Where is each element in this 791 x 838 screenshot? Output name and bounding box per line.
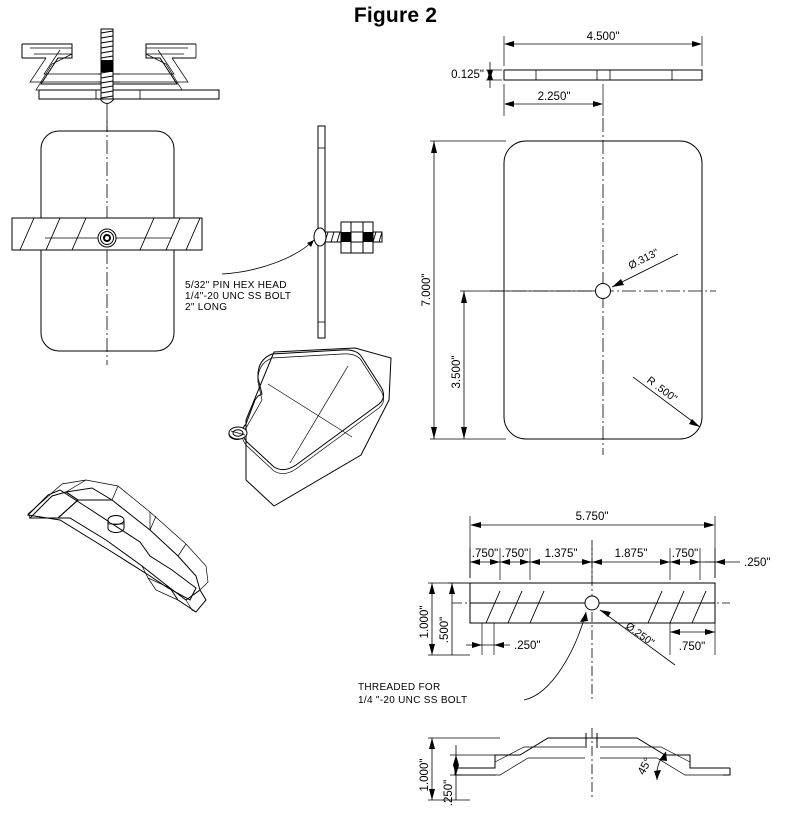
- view-bracket-profile: 1.000" .250" 45°: [419, 728, 731, 806]
- dim-bracket-web: .250": [466, 623, 540, 655]
- view-bracket-section: 5.750" .750" .750": [419, 511, 770, 701]
- dim-bracket-mid-text: .500": [439, 617, 451, 643]
- note-threaded-line1: THREADED FOR: [358, 682, 441, 693]
- bolt-shaft-horizontal: [321, 221, 383, 254]
- dim-bend-angle-text: 45°: [636, 756, 655, 777]
- dim-bracket-length-text: 5.750": [576, 511, 609, 523]
- dim-chain-b-text: .750": [502, 548, 528, 560]
- dim-plate-thickness-text: 0.125": [451, 69, 484, 81]
- bracket-iso-boss: [107, 515, 125, 533]
- dim-chain-a-text: .750": [472, 548, 498, 560]
- view-plate-front: [11, 118, 203, 365]
- note-bolt-line1: 5/32" PIN HEX HEAD: [185, 280, 287, 291]
- dim-plate-width-text: 4.500": [587, 31, 620, 43]
- dim-bracket-height: 1.000": [419, 582, 470, 656]
- dim-hole-height: 3.500": [451, 290, 600, 439]
- plate-iso-hole-group: [228, 426, 248, 440]
- dim-bracket-mid: .500": [439, 582, 470, 655]
- bolt-threaded-shaft: [100, 28, 114, 100]
- dim-chain-d-text: 1.875": [615, 548, 648, 560]
- dim-plate-height: 7.000": [421, 140, 506, 440]
- dim-right-offset-text: .750": [679, 641, 705, 653]
- bracket-section-hole: [584, 595, 600, 611]
- dim-plate-height-text: 7.000": [421, 274, 433, 307]
- view-plate-edge-bolt: [221, 125, 383, 339]
- view-plate-top-edge: 4.500" 0.125" 2.250": [451, 31, 703, 116]
- dim-plate-width: 4.500": [503, 31, 703, 66]
- dim-bend-angle: 45°: [636, 751, 667, 781]
- dim-profile-height: 1.000": [419, 737, 500, 801]
- dim-hole-height-text: 3.500": [451, 356, 463, 389]
- dim-plate-thickness: 0.125": [451, 62, 502, 88]
- dim-bracket-height-text: 1.000": [419, 606, 431, 639]
- dim-right-offset: .750": [669, 623, 716, 655]
- plate-center-hole: [595, 283, 611, 299]
- dim-bracket-web-text: .250": [514, 640, 540, 652]
- dim-chain: .750" .750" 1.375" 1.875" .750" .250": [469, 548, 770, 580]
- view-plate-isometric: [228, 347, 392, 507]
- dim-profile-flange-text: .250": [443, 780, 455, 806]
- dim-bracket-length: 5.750": [469, 511, 716, 578]
- page-title: Figure 2: [353, 4, 438, 27]
- bolt-head-circles: [97, 228, 117, 248]
- view-plate-face-dimensioned: 7.000" 3.500" Ø.313" R .500": [421, 118, 716, 455]
- dim-bracket-offset: 2.250": [503, 84, 604, 116]
- note-bolt-line2: 1/4"-20 UNC SS BOLT: [185, 291, 291, 302]
- view-assembly-section-top-left: [21, 28, 220, 132]
- view-bracket-isometric: [26, 479, 209, 613]
- dim-profile-height-text: 1.000": [419, 759, 431, 792]
- dim-bracket-hole-dia-text: Ø.250": [623, 620, 656, 649]
- note-bolt-line3: 2" LONG: [185, 302, 227, 313]
- dim-chain-e-text: .750": [672, 548, 698, 560]
- dim-bracket-offset-text: 2.250": [538, 91, 571, 103]
- dim-profile-flange: .250": [443, 745, 496, 806]
- note-bolt: 5/32" PIN HEX HEAD 1/4"-20 UNC SS BOLT 2…: [185, 280, 291, 313]
- dim-chain-c-text: 1.375": [545, 548, 578, 560]
- note-threaded: THREADED FOR 1/4 "-20 UNC SS BOLT: [358, 682, 467, 706]
- dim-chain-f-text: .250": [744, 557, 770, 569]
- note-threaded-line2: 1/4 "-20 UNC SS BOLT: [358, 695, 467, 706]
